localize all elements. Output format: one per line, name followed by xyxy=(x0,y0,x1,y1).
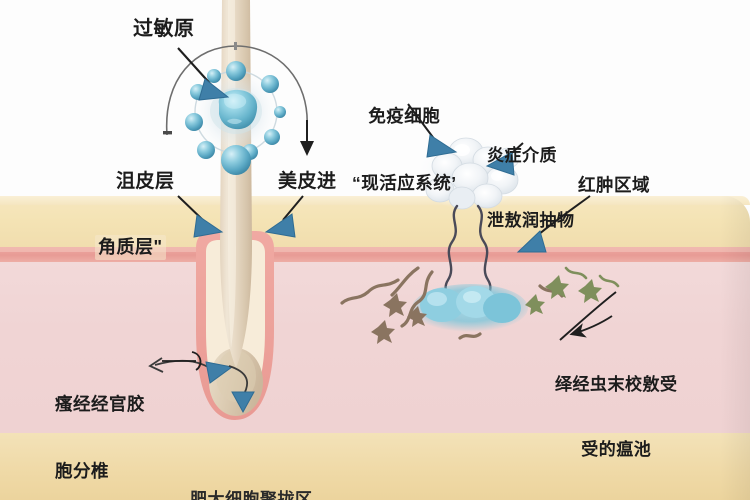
allergen-leader xyxy=(177,47,230,101)
nerve-label-leader-2 xyxy=(559,291,617,341)
hair-shaft xyxy=(220,0,252,368)
allergen-particle xyxy=(264,129,280,145)
label-stratum-corneum: 角质层" xyxy=(95,235,166,261)
label-bottom-caption: 肥大细胞聚拢区 xyxy=(190,490,313,500)
label-mast-cell: 瘙经经官胶 胞分椎 xyxy=(55,348,145,500)
allergen-particle xyxy=(274,106,286,118)
green-fiber xyxy=(598,274,620,288)
arc-start-cap xyxy=(163,131,172,135)
label-immune-cell: 免疫细胞 “现活应系统’ xyxy=(352,60,457,239)
green-nerve-cell xyxy=(525,294,545,315)
label-epidermis-right: 美皮进 xyxy=(278,171,337,192)
allergen-particles xyxy=(185,61,286,175)
nerve-fiber xyxy=(458,332,482,340)
label-immune-line1: 免疫细胞 xyxy=(368,105,441,126)
allergen-core-cell xyxy=(210,88,262,134)
nerve-cell-body xyxy=(371,320,395,344)
leader-line xyxy=(569,315,613,338)
allergen-particle xyxy=(226,61,246,81)
green-nerve-cell xyxy=(545,275,569,299)
nerve-cell-body xyxy=(383,293,407,317)
label-mastcell-line2: 胞分椎 xyxy=(55,460,109,481)
nerve-fibers-green xyxy=(564,266,620,288)
allergen-arrow-head xyxy=(198,78,230,101)
allergen-particle xyxy=(197,141,215,159)
nerve-cell-body xyxy=(407,306,427,327)
epidermis-right-leader xyxy=(264,195,304,238)
allergen-particle xyxy=(185,113,203,131)
label-mediator-line2: 泄敖润抽物 xyxy=(487,210,575,230)
allergen-cell-group xyxy=(163,42,314,175)
immune-cell-leader xyxy=(407,103,458,158)
mast-cell-arrow xyxy=(205,361,234,384)
green-nerve-cell xyxy=(578,279,602,303)
arc-arrow-head xyxy=(300,141,314,156)
hypodermis-layer xyxy=(0,433,750,500)
allergen-particle xyxy=(261,75,279,93)
mast-label-leader xyxy=(162,351,202,371)
epidermis-left-leader xyxy=(177,195,224,238)
label-epidermis-left: 沮皮层 xyxy=(116,171,175,192)
allergen-particle-large xyxy=(221,145,251,175)
dermis-layer xyxy=(0,262,750,434)
blue-cell xyxy=(483,293,521,323)
leader-hook xyxy=(191,351,202,371)
epidermis-right-arrow xyxy=(264,213,296,238)
leader-line xyxy=(559,291,617,341)
epidermis-top-surface xyxy=(0,196,750,205)
immune-cell-arrow xyxy=(426,134,458,158)
leader-line xyxy=(282,195,304,221)
label-nerve-ending: 绎经虫末校敫受 受的瘟池 xyxy=(555,330,678,500)
green-fiber xyxy=(564,266,588,280)
nerve-fiber xyxy=(340,278,400,305)
nerve-fiber xyxy=(390,266,420,297)
label-red-swollen-zone: 红肿区域 xyxy=(578,175,650,195)
label-allergen: 过敏原 xyxy=(133,18,195,40)
arc-top-tick xyxy=(234,42,237,50)
label-nerve-line2: 受的瘟池 xyxy=(581,439,652,459)
nerve-cell-bodies xyxy=(371,293,427,344)
label-inflammatory-mediator: 炎症介质 泄敖润抽物 xyxy=(487,101,575,275)
label-nerve-line1: 绎经虫末校敫受 xyxy=(555,374,678,394)
nerve-cells-green xyxy=(525,275,602,315)
bulb-arrow-head xyxy=(231,391,255,414)
allergen-particle xyxy=(207,69,221,83)
red-zone-leader xyxy=(516,195,591,253)
mediator-leader xyxy=(485,142,524,176)
basal-layer-highlight xyxy=(0,247,750,252)
label-mastcell-line1: 瘙经经官胶 xyxy=(55,393,145,414)
nerve-fiber xyxy=(400,270,434,328)
label-mediator-line1: 炎症介质 xyxy=(487,145,557,165)
leader-arrow-tail xyxy=(148,357,164,373)
mediator-arrow xyxy=(485,151,515,176)
label-immune-line2: “现活应系统’ xyxy=(352,172,457,193)
epidermis-left-arrow xyxy=(193,214,224,238)
dermal-blue-cells xyxy=(412,284,528,332)
red-zone-arrow xyxy=(516,230,547,253)
nerve-label-leader xyxy=(569,315,613,338)
